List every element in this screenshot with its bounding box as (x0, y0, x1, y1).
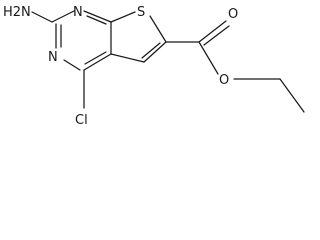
chemical-structure-diagram: H2N N N S O O Cl (3, 5, 305, 128)
bond-n3-c7a (83, 10, 112, 23)
carbonyl-oxygen-label: O (228, 7, 238, 22)
bond-c7a-s (110, 11, 136, 23)
bond-c4-n1 (63, 59, 81, 71)
bond-c4a-c4 (83, 53, 112, 71)
bond-carbonyl-ester-o (198, 41, 219, 75)
ring-nitrogen-left-label: N (48, 50, 58, 65)
ring-nitrogen-top-label: N (73, 5, 83, 20)
sulfur-label: S (137, 5, 145, 20)
bond-carbonyl-o (198, 20, 227, 43)
bond-n3-c7a-inner (86, 15, 107, 25)
bond-c2-n3 (51, 10, 75, 23)
bond-s-c6 (149, 15, 167, 43)
bond-c6-c5 (143, 41, 167, 63)
amine-label: H2N (3, 5, 31, 20)
bond-c6-c5-inner (141, 42, 161, 59)
bond-c4a-c4-inner (84, 51, 107, 65)
bond-ch2-ch3 (279, 78, 305, 113)
bond-c2-nh2 (31, 11, 53, 23)
bond-c5-c4a (110, 53, 145, 63)
bond-carbonyl-o-inner (203, 25, 230, 46)
chlorine-label: Cl (75, 113, 88, 128)
ester-oxygen-label: O (219, 73, 229, 88)
